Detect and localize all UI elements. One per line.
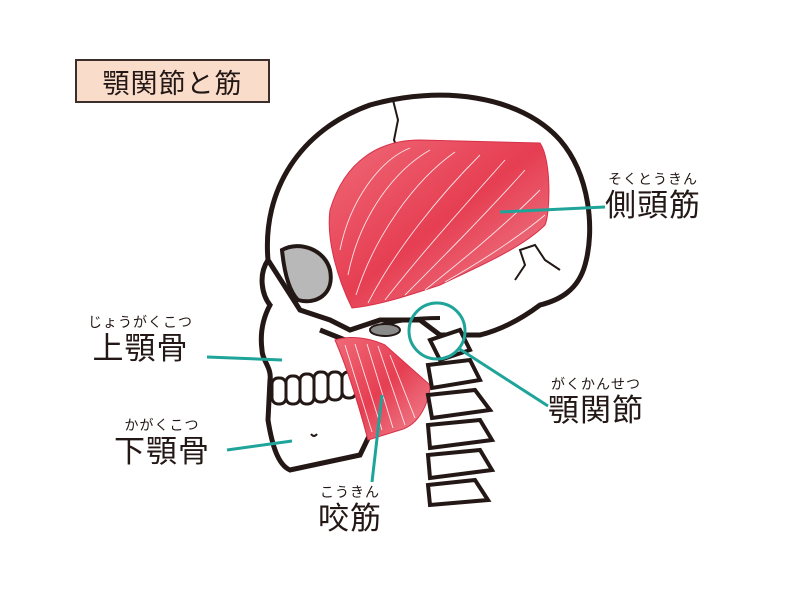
ruby-temporalis: そくとうきん xyxy=(608,172,698,188)
leader-mandible xyxy=(226,439,293,452)
tmj-circle xyxy=(407,301,467,361)
ruby-masseter: こうきん xyxy=(320,485,380,501)
diagram-title: 顎関節と筋 xyxy=(75,59,270,103)
ruby-mandible: かがくこつ xyxy=(124,418,200,434)
temporalis-muscle xyxy=(328,139,550,309)
label-masseter: こうきん 咬筋 xyxy=(318,485,382,537)
text-masseter: 咬筋 xyxy=(318,501,382,537)
teeth xyxy=(270,370,358,406)
text-maxilla: 上顎骨 xyxy=(92,331,189,367)
cervical-spine xyxy=(425,327,496,508)
label-maxilla: じょうがくこつ 上顎骨 xyxy=(88,315,193,367)
leader-maxilla xyxy=(206,355,283,362)
face-profile xyxy=(258,258,375,473)
label-mandible: かがくこつ 下顎骨 xyxy=(114,418,210,470)
leader-masseter xyxy=(370,394,384,483)
leader-temporalis xyxy=(499,205,606,214)
leader-tmj xyxy=(457,346,549,408)
text-temporalis: 側頭筋 xyxy=(605,188,701,224)
masseter-muscle xyxy=(334,337,431,441)
orbit xyxy=(279,244,333,304)
ruby-tmj: がくかんせつ xyxy=(551,377,641,393)
label-temporalis: そくとうきん 側頭筋 xyxy=(605,172,701,224)
ruby-maxilla: じょうがくこつ xyxy=(88,315,193,331)
label-tmj: がくかんせつ 顎関節 xyxy=(548,377,644,429)
text-mandible: 下顎骨 xyxy=(114,434,210,470)
text-tmj: 顎関節 xyxy=(548,393,644,429)
